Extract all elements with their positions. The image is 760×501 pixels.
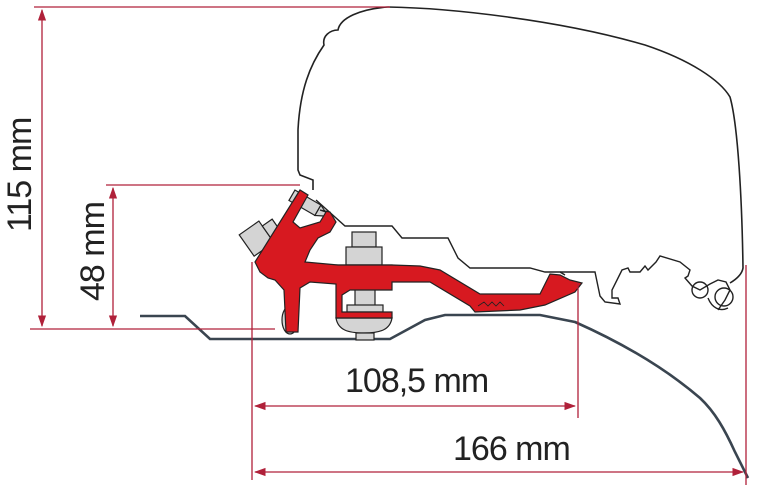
total-height-label: 115 mm — [1, 117, 39, 232]
adapter-bracket — [254, 189, 584, 333]
dimension-lines — [30, 6, 747, 485]
awning-cassette — [297, 6, 744, 311]
vehicle-roof-profile — [140, 313, 750, 479]
bracket-depth-label: 108,5 mm — [345, 362, 489, 400]
total-depth-label: 166 mm — [453, 430, 571, 468]
bracket-height-label: 48 mm — [74, 202, 112, 301]
